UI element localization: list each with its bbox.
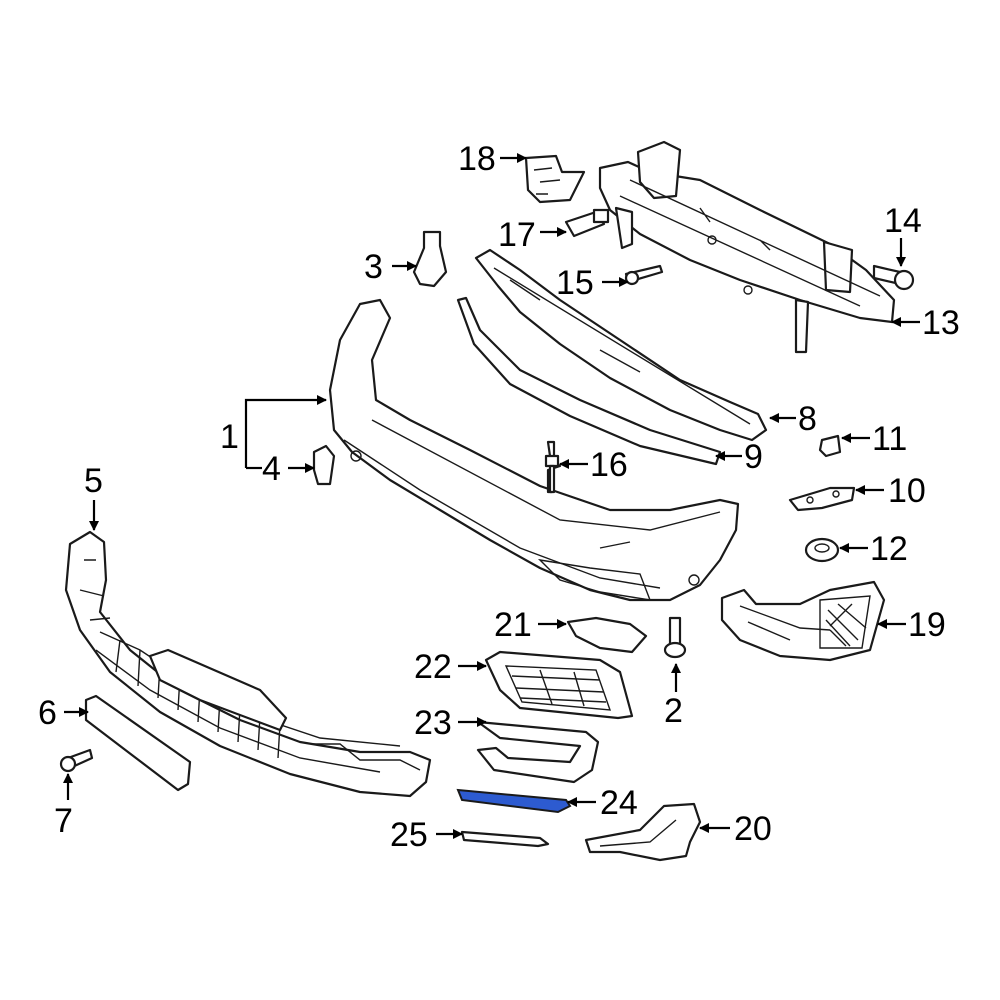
part-12-grommet[interactable] xyxy=(804,537,840,563)
callout-17: 17 xyxy=(498,216,536,254)
leader-lines xyxy=(63,153,920,839)
part-18-bracket[interactable] xyxy=(524,154,586,204)
part-2-bolt[interactable] xyxy=(663,616,687,659)
callout-3: 3 xyxy=(364,248,383,286)
part-3-cap[interactable] xyxy=(412,230,448,288)
part-15-bolt[interactable] xyxy=(624,264,664,286)
callout-20: 20 xyxy=(734,810,772,848)
callout-10: 10 xyxy=(888,472,926,510)
part-1-bumper-cover[interactable] xyxy=(328,298,740,602)
callout-5: 5 xyxy=(84,462,103,500)
part-22-grille[interactable] xyxy=(484,650,634,720)
callout-12: 12 xyxy=(870,530,908,568)
leader-1 xyxy=(244,395,327,468)
callout-15: 15 xyxy=(556,264,594,302)
part-10-reflector[interactable] xyxy=(788,486,856,512)
callout-7: 7 xyxy=(54,802,73,840)
callout-6: 6 xyxy=(38,694,57,732)
callout-13: 13 xyxy=(922,304,960,342)
callout-24: 24 xyxy=(600,784,638,822)
callout-22: 22 xyxy=(414,648,452,686)
part-13-impact-bar[interactable] xyxy=(598,140,896,354)
part-5-lower-bumper[interactable] xyxy=(64,530,432,798)
part-24-molding-strip[interactable] xyxy=(456,788,572,814)
callout-21: 21 xyxy=(494,606,532,644)
callout-11: 11 xyxy=(872,420,907,458)
callout-2: 2 xyxy=(664,692,683,730)
callout-8: 8 xyxy=(798,400,817,438)
part-23-lower-trim[interactable] xyxy=(476,720,600,784)
part-20-side-trim[interactable] xyxy=(584,802,702,862)
part-19-side-bracket[interactable] xyxy=(720,580,886,662)
callout-14: 14 xyxy=(884,202,922,240)
part-16-push-pin[interactable] xyxy=(544,440,562,494)
callout-labels: 18 17 15 3 14 13 8 9 11 10 12 16 1 4 5 6… xyxy=(38,140,960,854)
callout-9: 9 xyxy=(744,438,763,476)
part-25-strip[interactable] xyxy=(460,830,550,848)
part-11-clip[interactable] xyxy=(818,434,842,458)
part-7-bolt[interactable] xyxy=(59,748,94,773)
part-8-absorber[interactable] xyxy=(474,248,768,442)
part-21-trim[interactable] xyxy=(566,616,648,654)
callout-25: 25 xyxy=(390,816,428,854)
part-6-plate-bracket[interactable] xyxy=(84,694,192,792)
callout-1: 1 xyxy=(220,418,239,456)
callout-18: 18 xyxy=(458,140,496,178)
callout-16: 16 xyxy=(590,446,628,484)
callout-19: 19 xyxy=(908,606,946,644)
callout-23: 23 xyxy=(414,704,452,742)
part-17-sensor[interactable] xyxy=(564,208,610,238)
part-14-bolt[interactable] xyxy=(872,264,915,291)
part-4-bracket[interactable] xyxy=(312,444,336,486)
callout-4: 4 xyxy=(262,450,281,488)
